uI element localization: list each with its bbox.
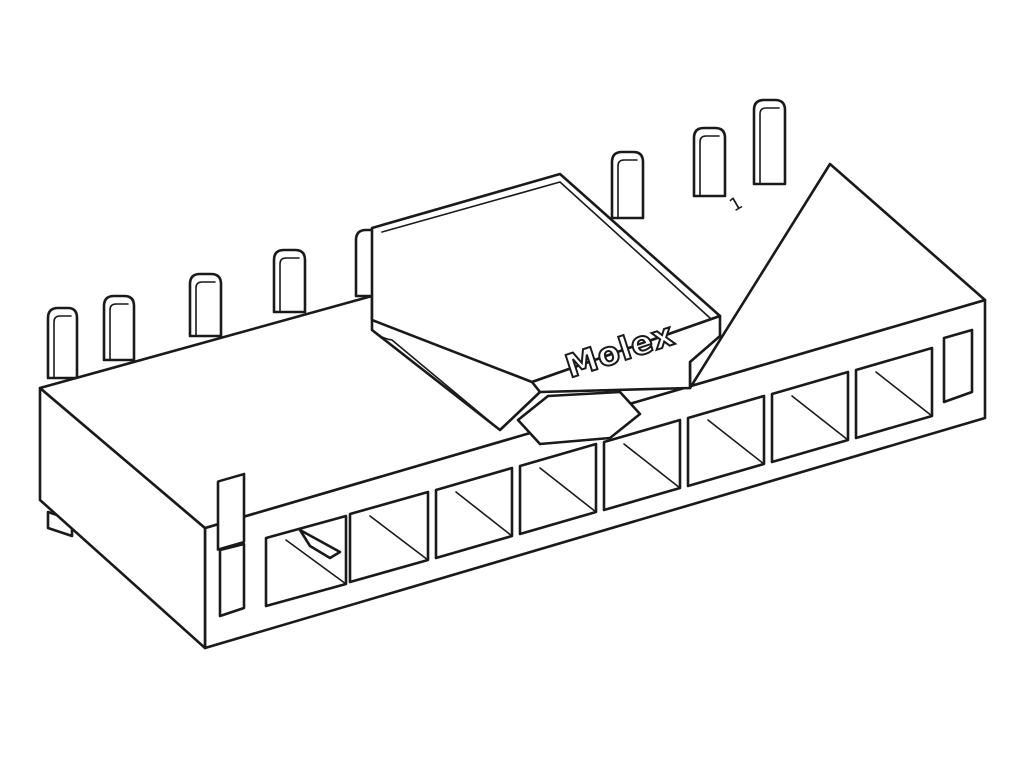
- terminal-pin: [692, 126, 727, 198]
- end-slots: [216, 328, 974, 618]
- contact-cavities: [264, 346, 934, 608]
- terminal-pin: [46, 306, 79, 380]
- terminal-pins: [46, 98, 787, 380]
- terminal-pin: [610, 150, 645, 220]
- terminal-pin: [188, 272, 223, 338]
- end-slot-left: [216, 472, 246, 551]
- latch-ramp: [370, 172, 722, 446]
- terminal-pin: [752, 98, 787, 186]
- pin-one-marker: 1: [726, 192, 746, 216]
- terminal-pin: [272, 248, 307, 314]
- terminal-pin: [102, 294, 136, 362]
